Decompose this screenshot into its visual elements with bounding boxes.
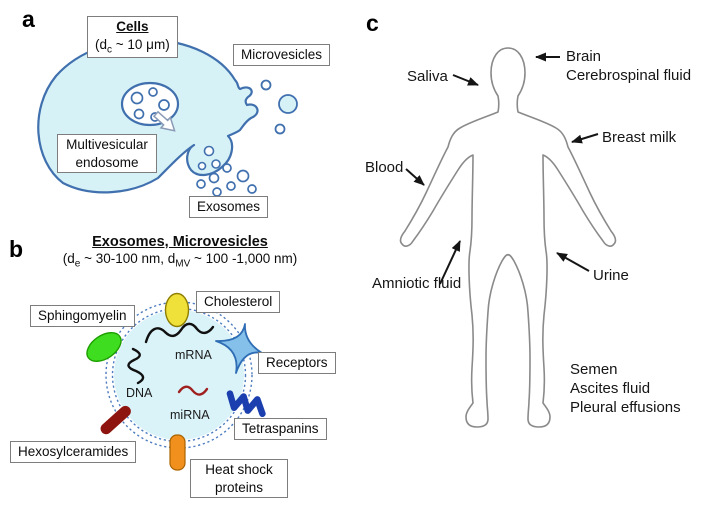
mrna-label: mRNA	[175, 348, 212, 362]
dna-squiggle	[127, 347, 145, 385]
blood-label: Blood	[365, 159, 404, 176]
ascites-fluid-label: Ascites fluid	[570, 380, 651, 397]
panel-b-size-range: (de ~ 30-100 nm, dMV ~ 100 -1,000 nm)	[62, 251, 298, 270]
pocket-vesicles	[197, 145, 221, 171]
cells-size: (dc ~ 10 μm)	[95, 36, 170, 56]
blood-arrow-icon	[405, 168, 425, 186]
amniotic-fluid-label: Amniotic fluid	[372, 275, 462, 292]
panel-b-title: Exosomes, Microvesicles	[92, 234, 268, 250]
fluid-arrows	[405, 52, 599, 285]
cells-label-box: Cells (dc ~ 10 μm)	[87, 16, 178, 59]
brain-label: Brain	[566, 48, 602, 65]
breast-milk-label: Breast milk	[602, 129, 677, 146]
human-body-outline	[399, 47, 617, 428]
semen-label: Semen	[570, 361, 618, 378]
cerebrospinal-label: Cerebrospinal fluid	[566, 67, 692, 84]
saliva-label: Saliva	[407, 68, 448, 85]
mirna-label: miRNA	[170, 408, 210, 422]
dna-label: DNA	[126, 386, 153, 400]
cholesterol-molecule	[164, 292, 190, 328]
panel-b-letter: b	[9, 236, 24, 262]
cells-title: Cells	[116, 19, 149, 34]
budding-arrow-icon	[152, 110, 176, 132]
urine-label: Urine	[593, 267, 629, 284]
receptor-star	[215, 323, 263, 374]
receptors-label-box: Receptors	[258, 352, 336, 374]
microvesicles-label-box: Microvesicles	[233, 44, 331, 66]
free-microvesicles	[260, 79, 298, 135]
urine-arrow-icon	[556, 252, 590, 272]
mirna-squiggle	[177, 385, 209, 396]
exosomes-label-box: Exosomes	[189, 196, 269, 218]
endosome-label-box: Multivesicular endosome	[57, 134, 157, 174]
panel-b-title-block: Exosomes, Microvesicles (de ~ 30-100 nm,…	[10, 234, 350, 270]
panel-b-drawing: mRNA DNA miRNA	[86, 292, 266, 471]
released-exosomes	[196, 163, 257, 197]
amniotic-arrow-icon	[439, 240, 461, 285]
pleural-effusions-label: Pleural effusions	[570, 399, 681, 416]
heat-shock-label-box: Heat shock proteins	[190, 459, 288, 499]
hexosylceramides-label-box: Hexosylceramides	[10, 441, 137, 463]
heat-shock-rod	[169, 434, 186, 471]
saliva-arrow-icon	[452, 74, 479, 86]
brain-csf-label: Brain Cerebrospinal fluid	[566, 47, 691, 85]
panel-a-drawing	[37, 38, 298, 197]
tetraspanin-squiggle	[226, 390, 266, 418]
panel-c-drawing	[399, 47, 617, 428]
sphingomyelin-label-box: Sphingomyelin	[30, 305, 135, 327]
panel-a-letter: a	[22, 6, 35, 32]
hexosylceramide-rod	[100, 405, 131, 435]
sphingomyelin-molecule	[86, 332, 122, 362]
mrna-squiggle	[144, 322, 215, 344]
multivesicular-endosome	[120, 81, 180, 127]
breast-milk-arrow-icon	[571, 133, 599, 144]
panel-c-letter: c	[366, 10, 379, 36]
tetraspanins-label-box: Tetraspanins	[234, 418, 327, 440]
other-fluids-label: Semen Ascites fluid Pleural effusions	[570, 360, 681, 417]
cholesterol-label-box: Cholesterol	[196, 291, 281, 313]
